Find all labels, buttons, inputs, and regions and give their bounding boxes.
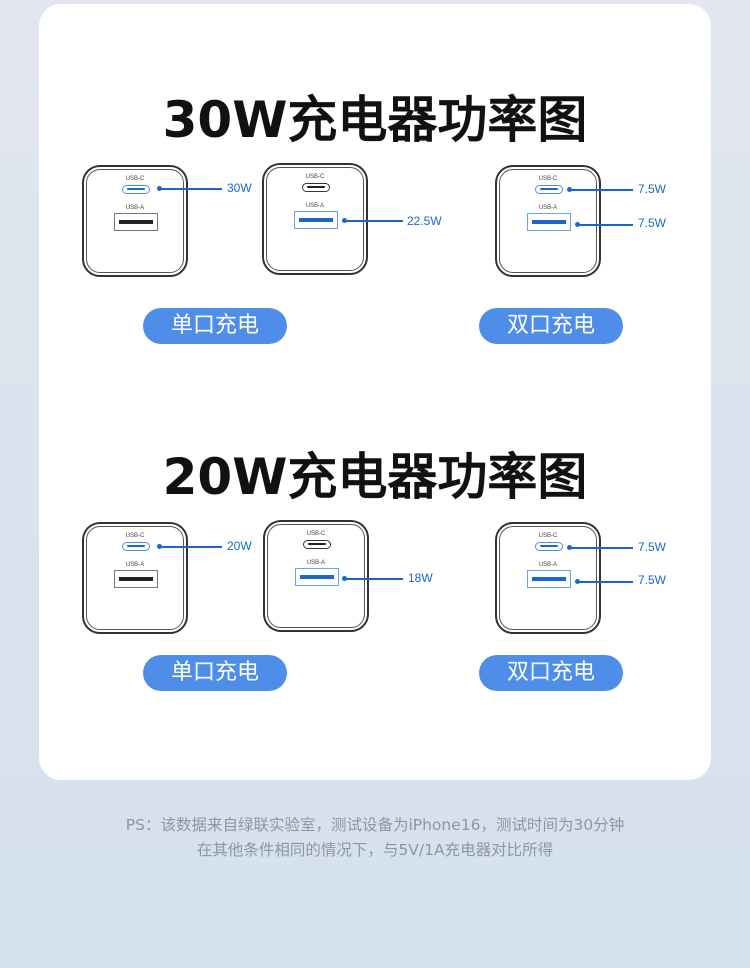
footnote-line-2: 在其他条件相同的情况下，与5V/1A充电器对比所得 bbox=[196, 841, 554, 859]
charger-diagram-usbc-only: USB-C USB-A bbox=[82, 522, 188, 634]
content-card bbox=[39, 4, 711, 780]
usb-a-label: USB-A bbox=[125, 562, 145, 568]
connector-line bbox=[345, 220, 403, 222]
connector-line bbox=[578, 224, 633, 226]
usb-c-label: USB-C bbox=[538, 533, 558, 539]
connector-dot bbox=[157, 544, 162, 549]
connector-line bbox=[578, 581, 633, 583]
charger-diagram-dual: USB-C USB-A bbox=[495, 522, 601, 634]
single-port-charging-badge: 单口充电 bbox=[143, 655, 287, 691]
footnote-line-1: PS：该数据来自绿联实验室，测试设备为iPhone16，测试时间为30分钟 bbox=[125, 816, 625, 834]
connector-dot bbox=[567, 545, 572, 550]
usb-c-label: USB-C bbox=[306, 531, 326, 537]
dual-port-charging-badge: 双口充电 bbox=[479, 655, 623, 691]
usb-c-label: USB-C bbox=[538, 176, 558, 182]
single-port-charging-badge: 单口充电 bbox=[143, 308, 287, 344]
connector-line bbox=[160, 188, 222, 190]
connector-line bbox=[570, 547, 633, 549]
usb-a-port-icon bbox=[527, 570, 571, 588]
connector-dot bbox=[342, 218, 347, 223]
usb-a-power-value: 22.5W bbox=[407, 214, 442, 228]
usb-c-power-value: 30W bbox=[227, 181, 252, 195]
dual-port-charging-badge: 双口充电 bbox=[479, 308, 623, 344]
usb-c-power-value: 7.5W bbox=[638, 540, 667, 554]
charger-diagram-usba-only: USB-C USB-A bbox=[263, 520, 369, 632]
connector-dot bbox=[567, 187, 572, 192]
charger-diagram-dual: USB-C USB-A bbox=[495, 165, 601, 277]
usb-a-port-icon bbox=[527, 213, 571, 231]
section-title-30w: 30W充电器功率图 bbox=[162, 91, 588, 149]
usb-c-power-value: 7.5W bbox=[638, 182, 667, 196]
connector-line bbox=[570, 189, 633, 191]
usb-a-port-icon bbox=[295, 568, 339, 586]
usb-c-port-icon bbox=[122, 185, 150, 194]
usb-a-power-value: 7.5W bbox=[638, 216, 667, 230]
usb-a-label: USB-A bbox=[305, 203, 325, 209]
connector-dot bbox=[575, 222, 580, 227]
connector-dot bbox=[575, 579, 580, 584]
usb-c-port-icon bbox=[122, 542, 150, 551]
usb-c-port-icon bbox=[302, 183, 330, 192]
usb-a-port-icon bbox=[114, 570, 158, 588]
charger-diagram-usba-only: USB-C USB-A bbox=[262, 163, 368, 275]
usb-c-port-icon bbox=[535, 185, 563, 194]
charger-diagram-usbc-only: USB-C USB-A bbox=[82, 165, 188, 277]
usb-c-label: USB-C bbox=[125, 176, 145, 182]
usb-a-port-icon bbox=[114, 213, 158, 231]
connector-line bbox=[160, 546, 222, 548]
usb-c-label: USB-C bbox=[305, 174, 325, 180]
usb-a-power-value: 7.5W bbox=[638, 573, 667, 587]
usb-a-label: USB-A bbox=[538, 562, 558, 568]
usb-c-port-icon bbox=[303, 540, 331, 549]
usb-a-port-icon bbox=[294, 211, 338, 229]
section-title-20w: 20W充电器功率图 bbox=[162, 448, 588, 506]
usb-a-label: USB-A bbox=[538, 205, 558, 211]
usb-c-port-icon bbox=[535, 542, 563, 551]
usb-a-label: USB-A bbox=[125, 205, 145, 211]
connector-dot bbox=[342, 576, 347, 581]
usb-c-power-value: 20W bbox=[227, 539, 252, 553]
connector-line bbox=[345, 578, 403, 580]
usb-c-label: USB-C bbox=[125, 533, 145, 539]
usb-a-power-value: 18W bbox=[408, 571, 433, 585]
connector-dot bbox=[157, 186, 162, 191]
usb-a-label: USB-A bbox=[306, 560, 326, 566]
